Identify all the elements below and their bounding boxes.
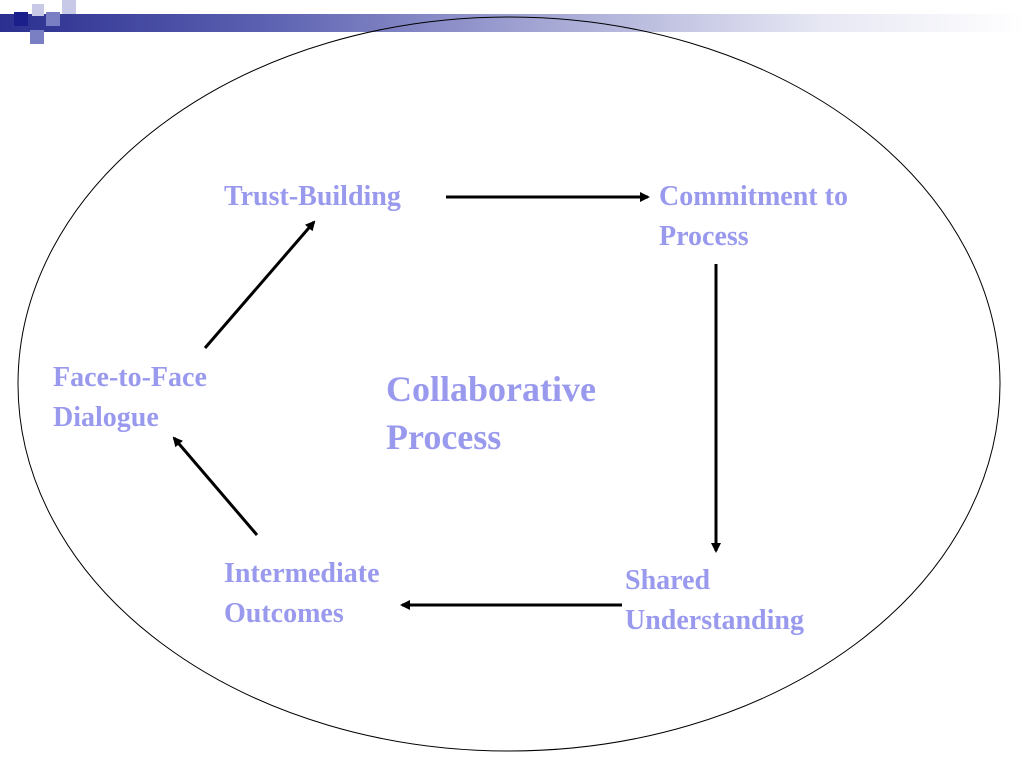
node-intermediate-line1: Intermediate xyxy=(224,558,380,589)
header-gradient-bar xyxy=(0,14,1024,32)
node-shared-line1: Shared xyxy=(625,565,711,596)
node-face-to-face-dialogue: Face-to-Face Dialogue xyxy=(53,358,207,438)
outer-ellipse xyxy=(17,16,1001,752)
arrow-intermediate-to-face xyxy=(172,436,259,536)
node-commitment-line1: Commitment to xyxy=(659,181,848,212)
node-trust-building-line1: Trust-Building xyxy=(224,181,401,212)
node-face-line1: Face-to-Face xyxy=(53,362,207,393)
logo-square-dark xyxy=(14,12,28,26)
node-commitment-to-process: Commitment to Process xyxy=(659,177,848,257)
center-label-collaborative-process: Collaborative Process xyxy=(386,365,596,461)
logo-square-light xyxy=(32,4,44,16)
node-intermediate-outcomes: Intermediate Outcomes xyxy=(224,554,380,634)
node-face-line2: Dialogue xyxy=(53,402,159,433)
logo-square-mid-2 xyxy=(30,30,44,44)
node-shared-understanding: Shared Understanding xyxy=(625,561,804,641)
node-commitment-line2: Process xyxy=(659,221,749,252)
node-intermediate-line2: Outcomes xyxy=(224,598,344,629)
center-label-line2: Process xyxy=(386,417,502,457)
arrow-face-to-trust xyxy=(203,220,316,349)
node-shared-line2: Understanding xyxy=(625,605,804,636)
logo-square-mid xyxy=(46,12,60,26)
logo-square-light-2 xyxy=(62,0,76,14)
node-trust-building: Trust-Building xyxy=(224,177,401,217)
center-label-line1: Collaborative xyxy=(386,369,596,409)
